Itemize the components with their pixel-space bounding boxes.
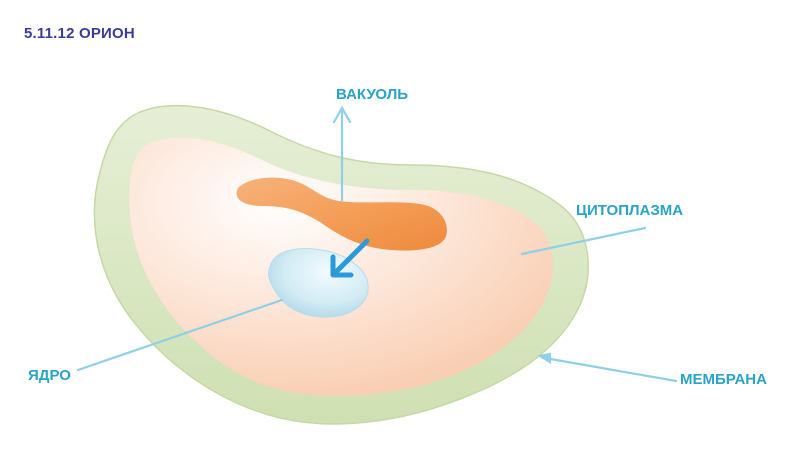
vacuole-pointer-arrowhead (332, 105, 352, 124)
vacuole-label: ВАКУОЛЬ (336, 86, 409, 103)
cytoplasm-label: ЦИТОПЛАЗМА (576, 202, 684, 219)
vacuole-to-nucleus-arrow (330, 238, 370, 278)
nucleus-label: ЯДРО (28, 367, 71, 384)
membrane-pointer-dot (536, 352, 552, 364)
nucleus-pointer-line (76, 298, 284, 372)
page-title: 5.11.12 ОРИОН (24, 25, 135, 42)
cytoplasm-pointer-line (520, 226, 647, 256)
membrane-label: МЕМБРАНА (680, 371, 767, 388)
membrane-pointer-line (543, 356, 678, 383)
vacuole-shape (236, 177, 447, 251)
